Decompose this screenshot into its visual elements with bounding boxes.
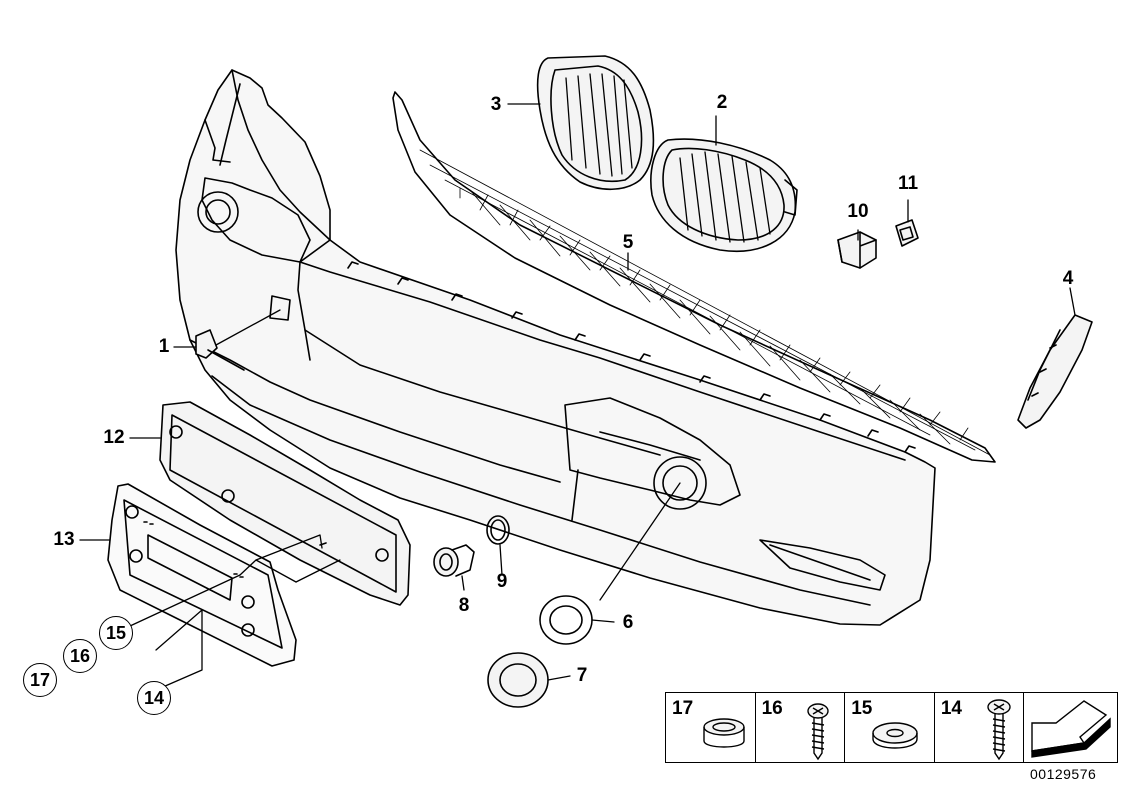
lower-grille-mesh-drawing — [392, 91, 996, 463]
side-trim-strip-drawing — [1017, 314, 1093, 429]
callout-12: 12 — [103, 427, 125, 448]
callout-3: 3 — [490, 94, 502, 115]
direction-arrow-icon — [1031, 700, 1112, 758]
callout-2: 2 — [716, 92, 728, 113]
kidney-grille-right-drawing — [650, 138, 798, 252]
sensor-holder-drawing — [433, 544, 475, 577]
tow-eye-cover-drawing — [837, 231, 877, 269]
license-plate-holder-drawing — [107, 483, 297, 667]
legend-cell-17: 17 — [666, 693, 756, 762]
callout-13: 13 — [53, 529, 75, 550]
legend-cell-14: 14 — [935, 693, 1025, 762]
callout-8: 8 — [458, 595, 470, 616]
callout-11: 11 — [897, 173, 919, 194]
fog-lamp-ring-drawing — [539, 595, 593, 645]
callout-17: 17 — [23, 663, 57, 697]
license-plate-base-drawing — [159, 401, 411, 606]
callout-7: 7 — [576, 665, 588, 686]
tow-hook-cover-drawing — [195, 329, 245, 371]
trim-clip-drawing — [895, 219, 919, 247]
small-parts-legend: 17 16 15 14 — [665, 692, 1118, 763]
grommet-icon — [703, 718, 745, 748]
callout-1: 1 — [158, 336, 170, 357]
callout-6: 6 — [622, 612, 634, 633]
sensor-ring-drawing — [486, 515, 510, 545]
drawing-number: 00129576 — [1030, 766, 1097, 782]
callout-16: 16 — [63, 639, 97, 673]
callout-14: 14 — [137, 681, 171, 715]
screw-icon — [987, 699, 1011, 761]
legend-cell-arrow — [1024, 693, 1117, 762]
callout-4: 4 — [1062, 268, 1074, 289]
legend-cell-16: 16 — [756, 693, 846, 762]
legend-number-17: 17 — [672, 698, 694, 719]
fog-lamp-cover-drawing — [487, 652, 549, 708]
callout-10: 10 — [847, 201, 869, 222]
washer-icon — [872, 722, 918, 749]
screw-icon — [806, 703, 829, 761]
kidney-grille-left-drawing — [536, 55, 655, 191]
legend-number-16: 16 — [761, 698, 783, 719]
callout-15: 15 — [99, 616, 133, 650]
leader-lines — [79, 103, 1076, 691]
legend-cell-15: 15 — [845, 693, 935, 762]
legend-number-15: 15 — [851, 698, 873, 719]
callout-5: 5 — [622, 232, 634, 253]
bumper-cover-drawing — [175, 69, 936, 626]
callout-9: 9 — [496, 571, 508, 592]
legend-number-14: 14 — [940, 698, 962, 719]
